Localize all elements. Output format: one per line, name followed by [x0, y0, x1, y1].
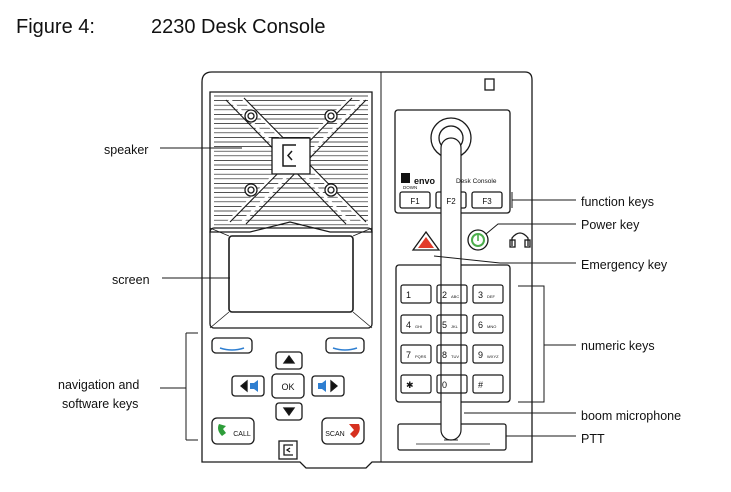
numeric-key-label: ✱: [406, 380, 414, 390]
callout-emergency-key: Emergency key: [581, 258, 668, 272]
nav-down-button[interactable]: [275, 402, 303, 421]
power-key: [467, 229, 489, 251]
numeric-key-4[interactable]: [400, 314, 432, 334]
emergency-key: [411, 230, 441, 251]
ok-label: OK: [281, 382, 294, 392]
power-ring: [471, 233, 485, 247]
nav-left-speaker-icon: [250, 380, 258, 392]
numeric-key-8[interactable]: [436, 344, 468, 364]
callout-numeric-keys: numeric keys: [581, 339, 655, 353]
function-key-f1[interactable]: [399, 191, 431, 209]
numeric-key-sublabel: DEF: [487, 294, 496, 299]
callout-power-key: Power key: [581, 218, 640, 232]
screen-bezel: [209, 227, 373, 329]
numeric-key-2[interactable]: [436, 284, 468, 304]
numeric-key-10[interactable]: [400, 374, 432, 394]
numeric-key-sublabel: WXYZ: [487, 354, 499, 359]
numeric-key-label: #: [478, 380, 483, 390]
numeric-key-label: 6: [478, 320, 483, 330]
numeric-keypad: 1 2 ABC 3 DEF 4 GHI 5 JKL 6 MNO 7 PQRS 8 TUV 9 WXYZ ✱ 0 #: [400, 284, 504, 394]
numeric-key-label: 2: [442, 290, 447, 300]
screen: [228, 235, 354, 313]
figure-label: Figure 4:: [16, 16, 95, 38]
numeric-key-label: 7: [406, 350, 411, 360]
nav-ok-button[interactable]: [271, 373, 305, 399]
emergency-triangle-fill: [418, 237, 434, 248]
callout-navigation-line2: software keys: [62, 397, 139, 411]
numeric-key-label: 0: [442, 380, 447, 390]
down-label: DOWN: [403, 185, 417, 190]
function-key-f3[interactable]: [471, 191, 503, 209]
numeric-key-sublabel: PQRS: [415, 354, 427, 359]
function-key-f3-label: F3: [482, 197, 492, 206]
scan-icon: [349, 424, 360, 438]
numeric-key-sublabel: TUV: [451, 354, 459, 359]
call-icon: [218, 424, 226, 436]
numeric-key-label: 4: [406, 320, 411, 330]
numeric-key-label: 9: [478, 350, 483, 360]
callout-boom-microphone: boom microphone: [581, 409, 682, 423]
callout-ptt: PTT: [581, 432, 605, 446]
callout-speaker: speaker: [104, 143, 149, 157]
logo-icon: [282, 144, 296, 167]
call-button[interactable]: [211, 417, 255, 445]
callout-screen: screen: [112, 273, 150, 287]
bottom-logo-icon: [278, 440, 298, 460]
model-label: Desk Console: [456, 178, 497, 185]
numeric-key-7[interactable]: [400, 344, 432, 364]
numeric-key-sublabel: JKL: [451, 324, 459, 329]
callout-function-keys: function keys: [581, 195, 654, 209]
function-key-f2-label: F2: [446, 197, 456, 206]
speaker-grille: [209, 91, 373, 233]
nav-up-button[interactable]: [275, 351, 303, 370]
nav-right-speaker-icon: [318, 380, 326, 392]
numeric-key-9[interactable]: [472, 344, 504, 364]
nav-right-button[interactable]: [311, 375, 345, 397]
top-tab: [484, 78, 495, 91]
scan-button[interactable]: [321, 417, 365, 445]
numeric-key-sublabel: ABC: [451, 294, 459, 299]
numeric-key-sublabel: GHI: [415, 324, 422, 329]
numeric-key-1[interactable]: [400, 284, 432, 304]
brand-logo-icon: [401, 173, 410, 183]
numeric-key-label: 5: [442, 320, 447, 330]
leader-lines: [160, 147, 576, 441]
numeric-key-label: 3: [478, 290, 483, 300]
softkey-right[interactable]: [325, 337, 365, 354]
softkey-left[interactable]: [211, 337, 253, 354]
numeric-key-6[interactable]: [472, 314, 504, 334]
figure-title: 2230 Desk Console: [151, 16, 326, 38]
numeric-key-11[interactable]: [436, 374, 468, 394]
console-body: [201, 71, 533, 469]
headset-icon: [509, 232, 531, 248]
numeric-key-label: 8: [442, 350, 447, 360]
function-key-f1-label: F1: [410, 197, 420, 206]
brand-label: envo: [414, 176, 436, 186]
numeric-key-5[interactable]: [436, 314, 468, 334]
callout-navigation-line1: navigation and: [58, 378, 140, 392]
numeric-key-12[interactable]: [472, 374, 504, 394]
numeric-key-3[interactable]: [472, 284, 504, 304]
call-label: CALL: [233, 431, 251, 438]
numeric-key-label: 1: [406, 290, 411, 300]
nav-left-button[interactable]: [231, 375, 265, 397]
numeric-key-sublabel: MNO: [487, 324, 496, 329]
scan-label: SCAN: [325, 431, 344, 438]
